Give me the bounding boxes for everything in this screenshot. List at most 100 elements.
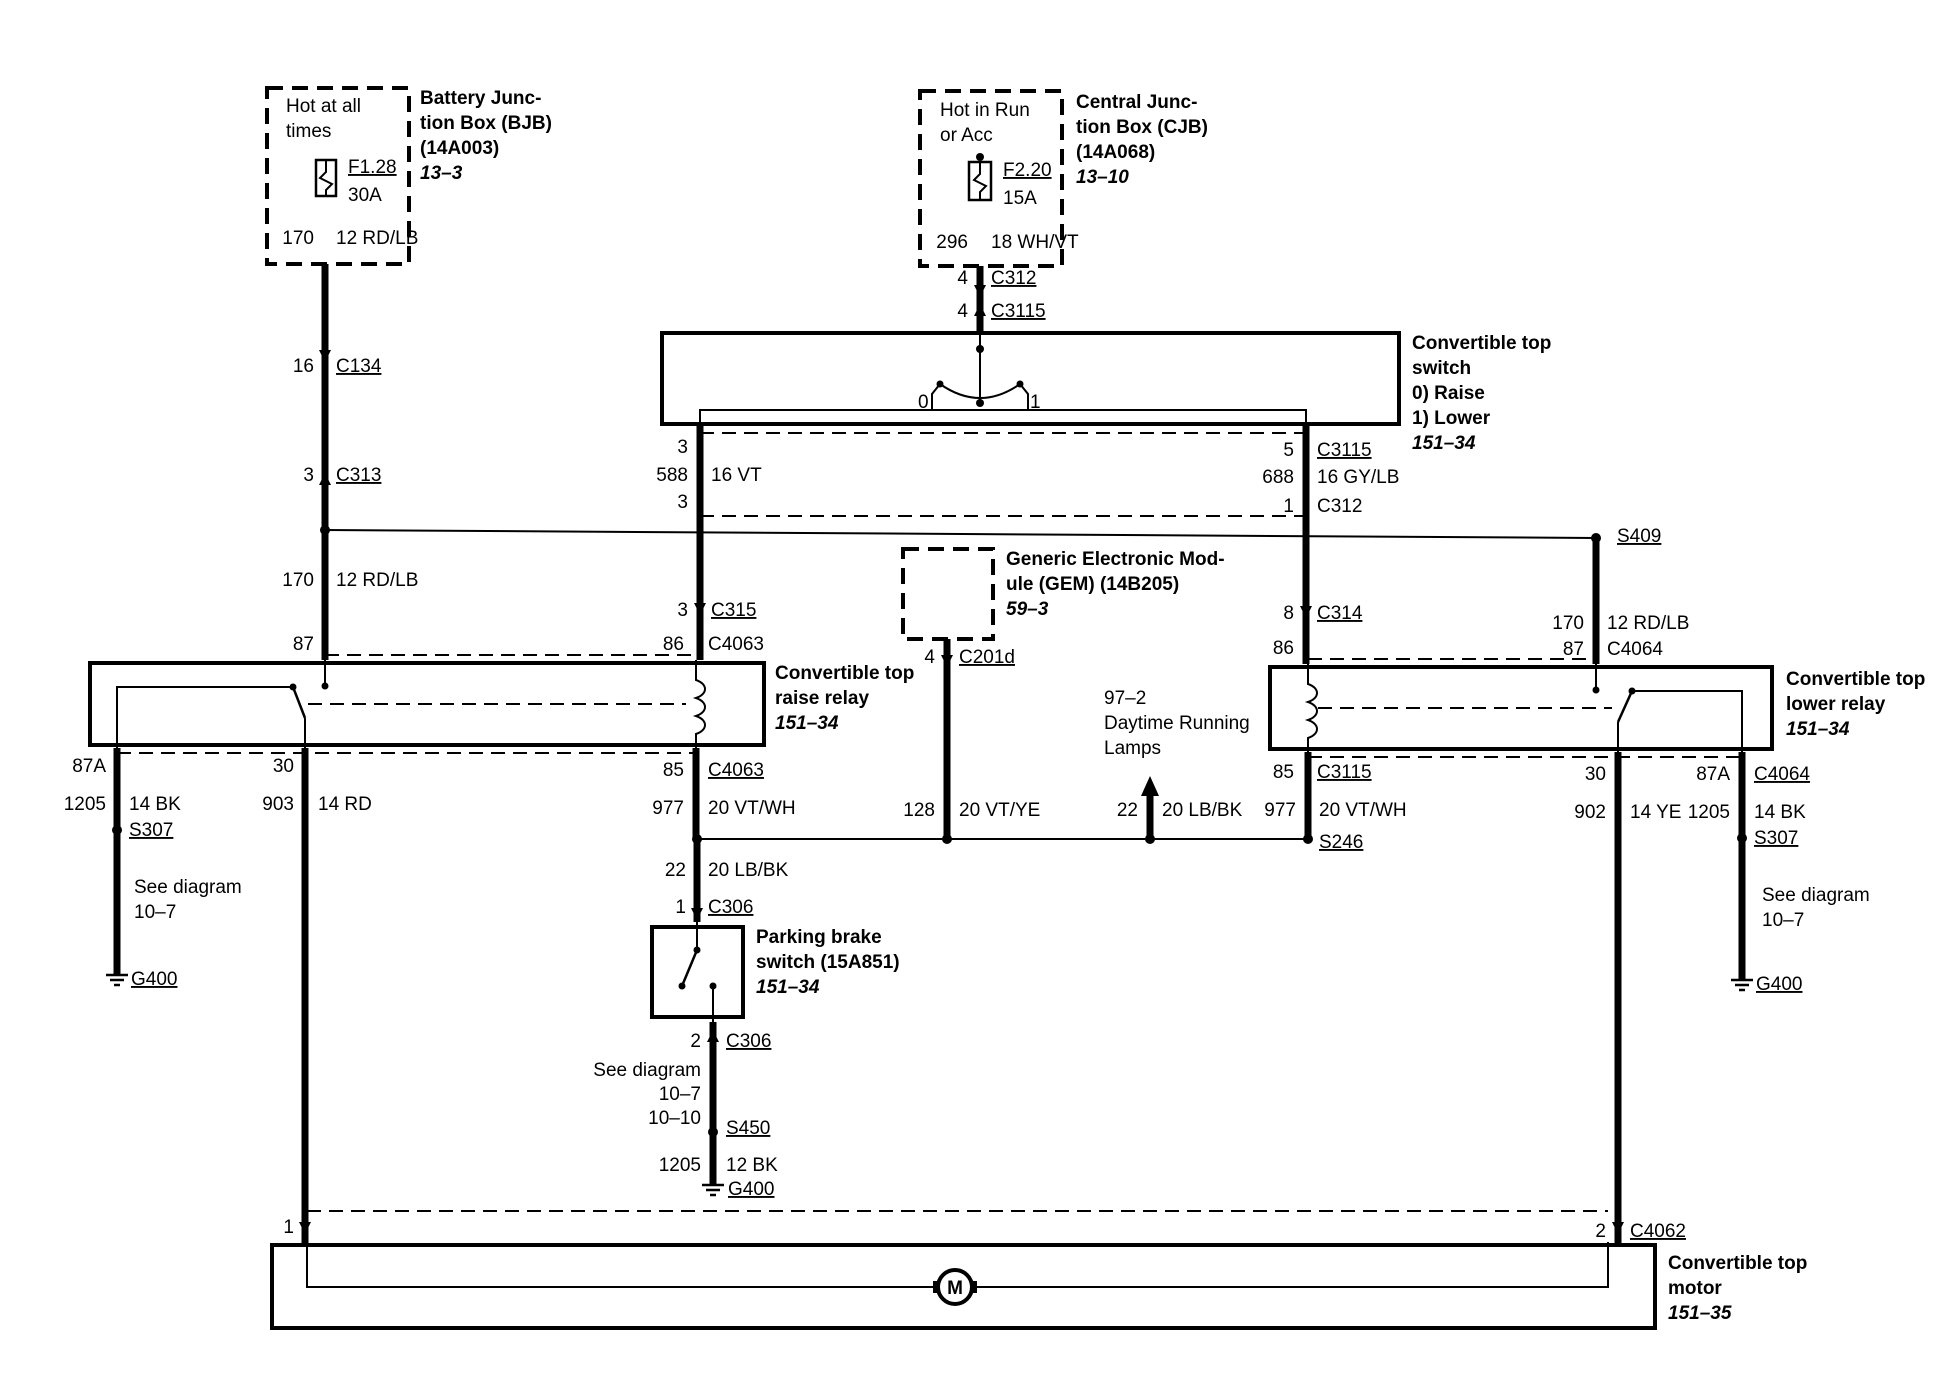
- cjb-title-line2: tion Box (CJB): [1076, 117, 1208, 138]
- conn-c312a: C312: [991, 268, 1036, 289]
- ground-right-icon: [1731, 978, 1753, 992]
- cjb-boundary: [918, 89, 1064, 268]
- pin-switch-left-bottom: 3: [677, 492, 688, 513]
- ground-left-icon: [106, 973, 128, 987]
- arrow-c312a: [974, 285, 986, 297]
- arrow-c4062-1: [299, 1222, 311, 1234]
- label-c688: 688: [1262, 467, 1294, 488]
- conn-c4063b: C4063: [708, 760, 764, 781]
- pin-c312b: 1: [1283, 496, 1294, 517]
- pin-c3115b: 5: [1283, 440, 1294, 461]
- conn-c314: C314: [1317, 603, 1363, 624]
- park-brake-contact-pivot: [678, 982, 686, 990]
- battery-junction-box: Hot at all times F1.28 30A Battery Junc-…: [265, 86, 552, 266]
- bjb-hot-line1: Hot at all: [286, 96, 361, 117]
- conn-c4062: C4062: [1630, 1221, 1686, 1242]
- raise-relay-nc-lead: [116, 686, 293, 748]
- raise-relay-coil: [692, 660, 706, 750]
- pin-switch-left-top: 3: [677, 437, 688, 458]
- raise-relay-armature: [291, 686, 307, 719]
- bjb-title-line3: (14A003): [420, 138, 499, 159]
- switch-option-raise: 0) Raise: [1412, 383, 1485, 404]
- arrow-c134: [319, 350, 331, 362]
- lower-relay-body: [1268, 665, 1774, 751]
- raise-relay: Convertible top raise relay 151–34: [88, 660, 914, 750]
- conn-c4064b: C4064: [1754, 764, 1810, 785]
- park-brake-ref: 151–34: [756, 977, 820, 998]
- label-g170b: 12 RD/LB: [336, 570, 418, 591]
- bjb-title-line1: Battery Junc-: [420, 88, 541, 109]
- raise-relay-title-line2: raise relay: [775, 688, 869, 709]
- pin-c4062-2: 2: [1595, 1221, 1606, 1242]
- bjb-boundary: [265, 86, 411, 266]
- lower-relay-nc-lead: [1632, 690, 1743, 752]
- conn-c312b: C312: [1317, 496, 1362, 517]
- see-mid-line3: 10–10: [648, 1108, 701, 1129]
- conn-g400c: G400: [728, 1179, 774, 1200]
- label-g22b: 20 LB/BK: [1162, 800, 1243, 821]
- pin-85b: 85: [1273, 762, 1294, 783]
- see-mid-line2: 10–7: [659, 1084, 701, 1105]
- label-c22a: 22: [665, 860, 686, 881]
- pin-85a: 85: [663, 760, 684, 781]
- motor-brush-left: [933, 1281, 939, 1293]
- switch-position-0: 0: [918, 392, 929, 413]
- switch-contact-arc: [939, 383, 1021, 399]
- generic-electronic-module: Generic Electronic Mod- ule (GEM) (14B20…: [901, 547, 1225, 641]
- switch-lead-0: [931, 383, 941, 410]
- arrow-c306a: [691, 908, 703, 920]
- conn-c315: C315: [711, 600, 756, 621]
- pin-87ab: 87A: [1696, 764, 1730, 785]
- cjb-hot-line2: or Acc: [940, 125, 993, 146]
- pin-c134: 16: [293, 356, 314, 377]
- gem-title-line2: ule (GEM) (14B205): [1006, 574, 1179, 595]
- lower-relay-title-line2: lower relay: [1786, 694, 1886, 715]
- conn-c4064a: C4064: [1607, 639, 1663, 660]
- pin-c201d: 4: [924, 647, 935, 668]
- connector-labels: 4 C312 4 C3115 16 C134 3 C313 3 3 5 C311…: [72, 268, 1810, 1242]
- ground-mid-icon: [702, 1183, 724, 1197]
- label-g902: 14 YE: [1630, 802, 1681, 823]
- switch-ref: 151–34: [1412, 433, 1476, 454]
- label-c902: 902: [1574, 802, 1606, 823]
- lower-relay-coil: [1304, 664, 1318, 754]
- label-g128: 20 VT/YE: [959, 800, 1040, 821]
- parking-brake-switch: Parking brake switch (15A851) 151–34: [650, 922, 900, 1022]
- see-left-line1: See diagram: [134, 877, 242, 898]
- arrow-c314: [1300, 606, 1312, 618]
- wire-170-bus: [324, 529, 1597, 539]
- label-c170: 170: [282, 228, 314, 249]
- conn-g400a: G400: [131, 969, 177, 990]
- cjb-ref: 13–10: [1076, 167, 1129, 188]
- pin-c306a: 1: [675, 897, 686, 918]
- wire-terminations: [112, 285, 1747, 1234]
- pin-30a: 30: [273, 756, 294, 777]
- raise-relay-title-line1: Convertible top: [775, 663, 914, 684]
- switch-title-line1: Convertible top: [1412, 333, 1551, 354]
- label-g170c: 12 RD/LB: [1607, 613, 1689, 634]
- label-g977b: 20 VT/WH: [1319, 800, 1407, 821]
- arrow-drl: [1141, 776, 1159, 796]
- pin-87a: 87A: [72, 756, 106, 777]
- motor-body: [270, 1243, 1657, 1330]
- arrow-c201d: [941, 655, 953, 667]
- park-brake-title-line2: switch (15A851): [756, 952, 900, 973]
- see-right-line2: 10–7: [1762, 910, 1804, 931]
- conn-g400b: G400: [1756, 974, 1802, 995]
- switch-option-lower: 1) Lower: [1412, 408, 1491, 429]
- see-left-line2: 10–7: [134, 902, 176, 923]
- lower-relay-no-contact: [1592, 686, 1600, 694]
- gem-ref: 59–3: [1006, 599, 1049, 620]
- bjb-hot-line2: times: [286, 121, 331, 142]
- switch-pivot: [976, 399, 984, 407]
- central-junction-box: Hot in Run or Acc F2.20 15A Central Junc…: [918, 89, 1208, 268]
- cjb-title-line3: (14A068): [1076, 142, 1155, 163]
- node-22: [1145, 834, 1155, 844]
- motor-symbol-label: M: [947, 1278, 963, 1299]
- pin-86b: 86: [1273, 638, 1294, 659]
- conn-c313: C313: [336, 465, 381, 486]
- convertible-top-switch: 0 1 Convertible top switch 0) Raise 1) L…: [660, 331, 1551, 454]
- connector-dashed-lines: [117, 432, 1742, 1212]
- switch-body: [660, 331, 1401, 426]
